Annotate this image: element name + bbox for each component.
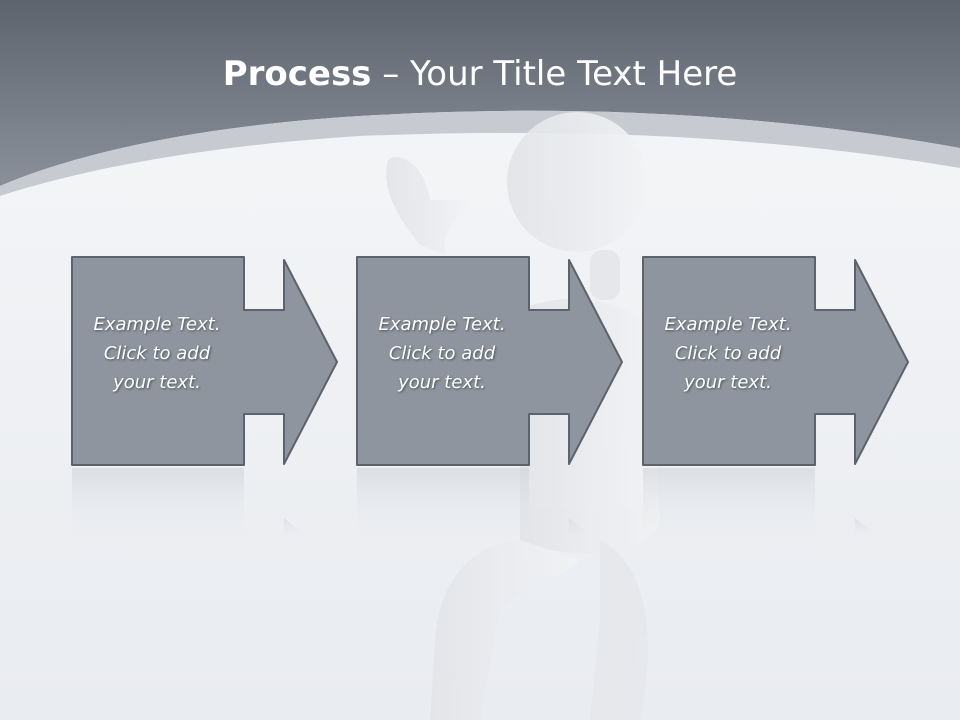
step-line: Click to add bbox=[103, 343, 211, 364]
right-arrow-icon bbox=[71, 256, 338, 466]
step-line: your text. bbox=[113, 372, 201, 393]
step-line: Example Text. bbox=[664, 314, 792, 335]
right-arrow-icon bbox=[642, 256, 909, 466]
step-text[interactable]: Example Text. Click to add your text. bbox=[642, 310, 814, 397]
process-step-3[interactable]: Example Text. Click to add your text. bbox=[642, 256, 910, 468]
step-line: your text. bbox=[684, 372, 772, 393]
title-text: – Your Title Text Here bbox=[371, 54, 738, 94]
step-reflection bbox=[643, 468, 872, 548]
process-step-1[interactable]: Example Text. Click to add your text. bbox=[71, 256, 339, 468]
process-step-2[interactable]: Example Text. Click to add your text. bbox=[356, 256, 624, 468]
step-line: Click to add bbox=[388, 343, 496, 364]
step-text[interactable]: Example Text. Click to add your text. bbox=[356, 310, 528, 397]
step-line: Example Text. bbox=[378, 314, 506, 335]
step-reflection bbox=[357, 468, 586, 548]
right-arrow-icon bbox=[356, 256, 623, 466]
step-line: Example Text. bbox=[93, 314, 221, 335]
title-bold: Process bbox=[222, 54, 372, 94]
step-reflection bbox=[72, 468, 301, 548]
step-text[interactable]: Example Text. Click to add your text. bbox=[71, 310, 243, 397]
step-line: your text. bbox=[398, 372, 486, 393]
slide-title[interactable]: Process – Your Title Text Here bbox=[0, 52, 960, 96]
step-line: Click to add bbox=[674, 343, 782, 364]
